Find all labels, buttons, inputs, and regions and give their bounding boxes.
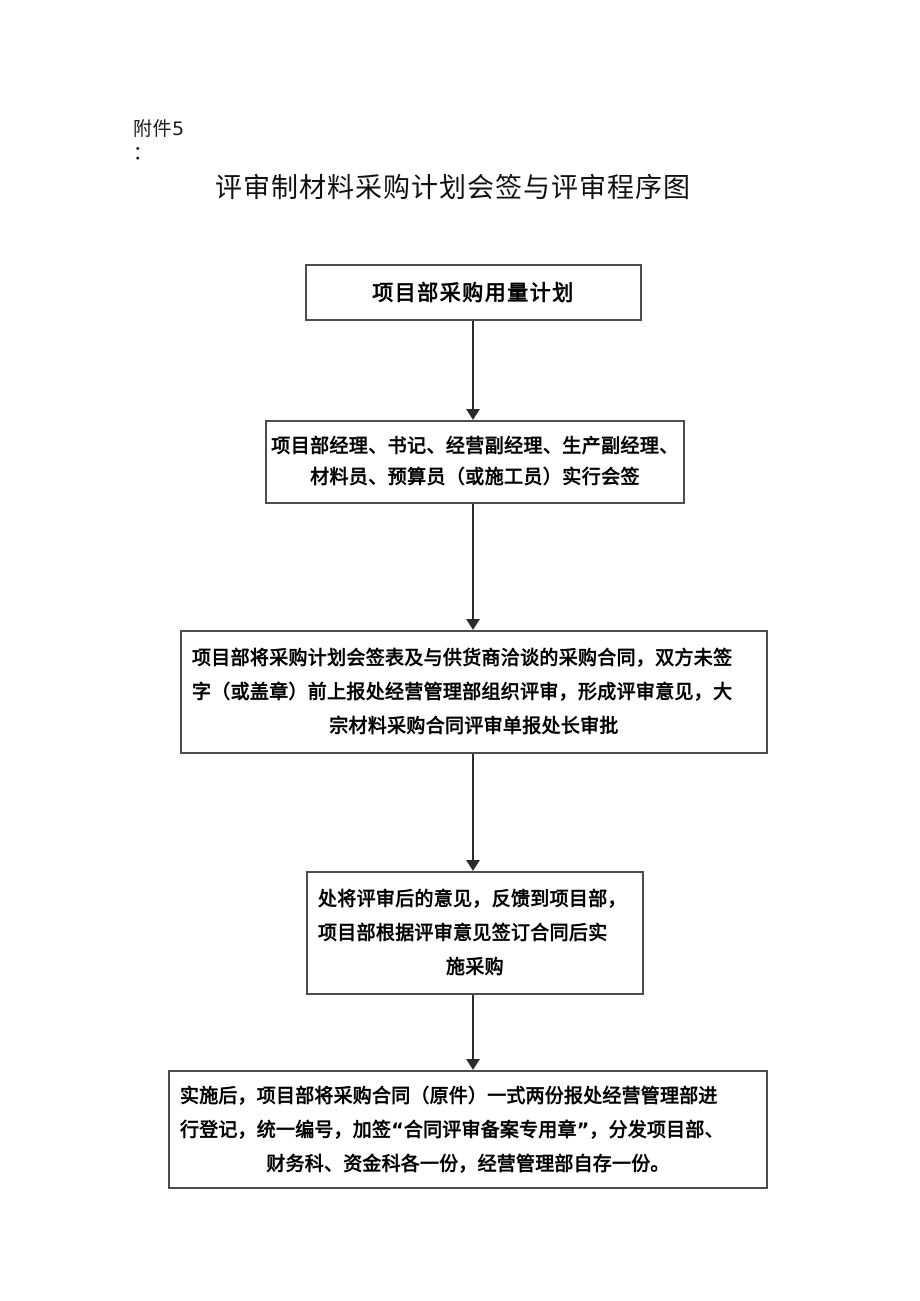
arrow-head-down-icon — [466, 409, 480, 420]
arrow-head-down-icon — [466, 619, 480, 630]
flow-node-joint-signing: 项目部经理、书记、经营副经理、生产副经理、 材料员、预算员（或施工员）实行会签 — [265, 420, 685, 504]
flow-arrow-3 — [464, 754, 482, 871]
arrow-stem — [472, 754, 474, 860]
flow-node-line: 字（或盖章）前上报处经营管理部组织评审，形成评审意见，大 — [192, 681, 733, 703]
flow-node-line: 行登记，统一编号，加签“合同评审备案专用章”，分发项目部、 — [180, 1118, 724, 1141]
arrow-head-down-icon — [466, 860, 480, 871]
page-title: 评审制材料采购计划会签与评审程序图 — [215, 173, 691, 204]
flow-node-project-purchase-plan: 项目部采购用量计划 — [305, 264, 642, 321]
flow-node-line: 财务科、资金科各一份，经营管理部自存一份。 — [266, 1152, 670, 1175]
flow-node-submit-for-review: 项目部将采购计划会签表及与供货商洽谈的采购合同，双方未签 字（或盖章）前上报处经… — [180, 630, 768, 754]
flow-node-line: 项目部根据评审意见签订合同后实 — [318, 922, 608, 944]
flow-node-line: 施采购 — [446, 956, 504, 978]
flow-node-line: 处将评审后的意见，反馈到项目部， — [318, 888, 627, 910]
flow-node-line: 项目部经理、书记、经营副经理、生产副经理、 — [271, 435, 679, 457]
flow-node-line: 宗材料采购合同评审单报处长审批 — [329, 715, 619, 737]
flow-node-line: 实施后，项目部将采购合同（原件）一式两份报处经营管理部进 — [180, 1084, 718, 1107]
flow-arrow-2 — [464, 504, 482, 630]
attachment-label: 附件5 — [133, 118, 185, 140]
arrow-head-down-icon — [466, 1059, 480, 1070]
flow-node-line: 项目部采购用量计划 — [372, 280, 575, 305]
arrow-stem — [472, 321, 474, 409]
flow-node-line: 材料员、预算员（或施工员）实行会签 — [310, 466, 640, 488]
arrow-stem — [472, 995, 474, 1059]
attachment-colon: ： — [133, 142, 153, 164]
flow-arrow-1 — [464, 321, 482, 420]
flow-arrow-4 — [464, 995, 482, 1070]
flow-node-registration-and-filing: 实施后，项目部将采购合同（原件）一式两份报处经营管理部进 行登记，统一编号，加签… — [168, 1070, 768, 1189]
arrow-stem — [472, 504, 474, 619]
flow-node-feedback-and-contract: 处将评审后的意见，反馈到项目部， 项目部根据评审意见签订合同后实 施采购 — [306, 871, 644, 995]
flow-node-line: 项目部将采购计划会签表及与供货商洽谈的采购合同，双方未签 — [192, 647, 733, 669]
